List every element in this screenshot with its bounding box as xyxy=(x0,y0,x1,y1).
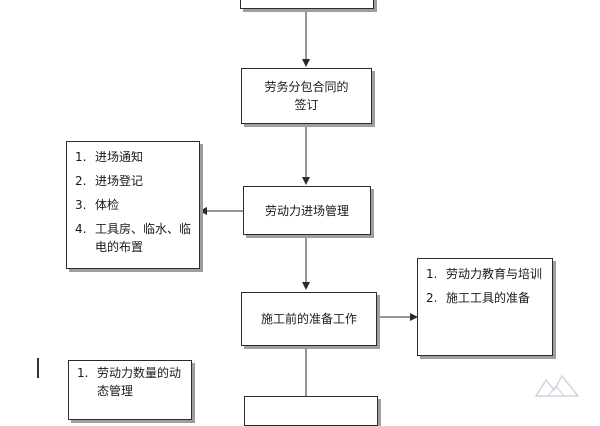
list-item-number: 1. xyxy=(426,267,438,281)
flowchart: 劳务分包合同的 签订 劳动力进场管理 1. 进场通知 2. 进场登记 3. 体检… xyxy=(37,0,580,426)
list-item-text: 体检 xyxy=(95,198,120,212)
list-item: 1. 进场通知 xyxy=(75,148,191,166)
flow-step-prep-label: 施工前的准备工作 xyxy=(260,312,357,326)
list-item-text: 进场通知 xyxy=(95,150,144,164)
entry-tasks-list: 1. 进场通知 2. 进场登记 3. 体检 4. 工具房、临水、临电的布置 xyxy=(66,141,200,269)
connector-lines xyxy=(199,10,418,396)
list-item-number: 1. xyxy=(75,150,87,164)
list-item-number: 2. xyxy=(426,291,438,305)
list-item: 4. 工具房、临水、临电的布置 xyxy=(75,220,191,256)
list-item-text: 劳动力教育与培训 xyxy=(446,267,543,281)
list-item-text: 进场登记 xyxy=(95,174,144,188)
flow-step-bottom xyxy=(244,396,378,426)
flow-step-top xyxy=(240,0,374,9)
flow-step-entry-label: 劳动力进场管理 xyxy=(264,203,349,218)
list-item-number: 1. xyxy=(77,366,89,380)
list-item-number: 4. xyxy=(75,222,87,236)
prep-tasks-list: 1. 劳动力教育与培训 2. 施工工具的准备 xyxy=(417,258,553,356)
list-item-number: 2. xyxy=(75,174,87,188)
list-item: 2. 进场登记 xyxy=(75,172,191,190)
flow-step-entry: 劳动力进场管理 xyxy=(243,186,371,235)
flow-step-contract-line-1: 劳务分包合同的 xyxy=(264,80,349,94)
list-item-number: 3. xyxy=(75,198,87,212)
dynamic-management-list: 1. 劳动力数量的动态管理 xyxy=(68,360,192,420)
flow-step-prep: 施工前的准备工作 xyxy=(241,292,377,346)
flow-step-contract: 劳务分包合同的 签订 xyxy=(241,68,372,124)
list-item-text: 施工工具的准备 xyxy=(446,291,531,305)
list-item: 1. 劳动力数量的动态管理 xyxy=(77,364,183,400)
list-item: 2. 施工工具的准备 xyxy=(426,289,544,307)
watermark-logo xyxy=(534,374,580,397)
vertical-mark xyxy=(37,358,39,378)
list-item-text: 工具房、临水、临电的布置 xyxy=(95,222,192,254)
list-item: 3. 体检 xyxy=(75,196,191,214)
list-item-text: 劳动力数量的动态管理 xyxy=(97,366,182,398)
list-item: 1. 劳动力教育与培训 xyxy=(426,265,544,283)
flow-step-contract-line-2: 签订 xyxy=(294,98,319,112)
